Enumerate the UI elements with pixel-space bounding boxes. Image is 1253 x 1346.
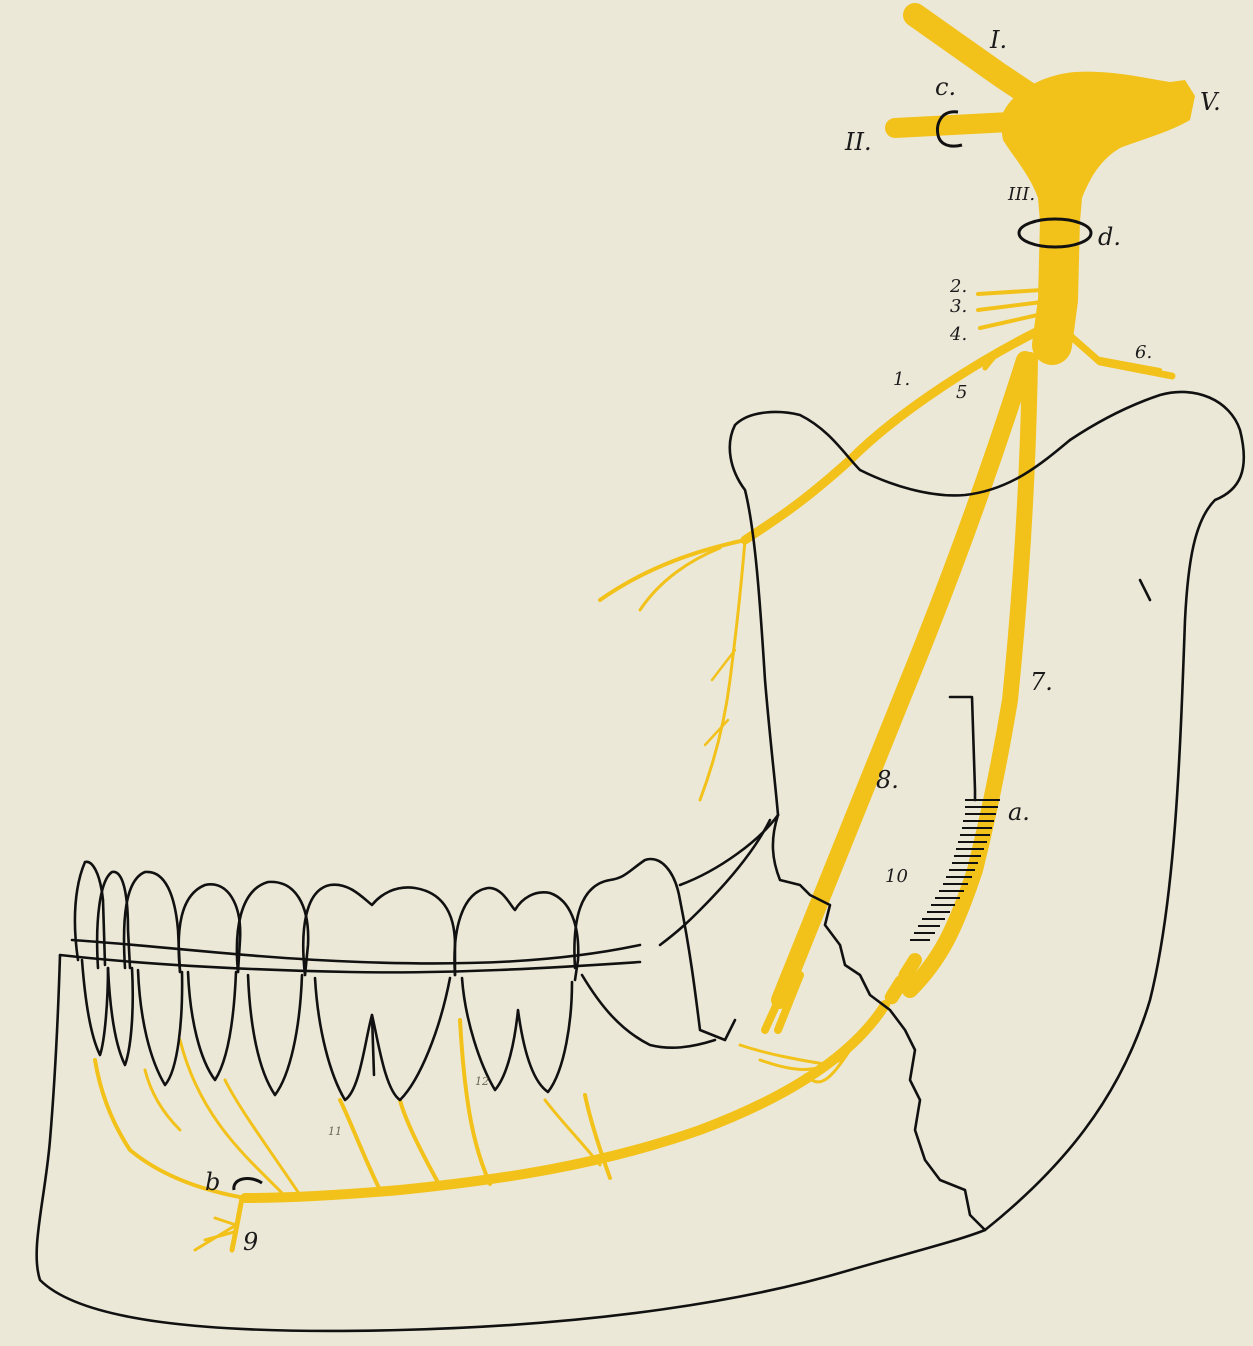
label-nerve-III: III. <box>1007 184 1035 205</box>
tooth-incisor-1-root <box>82 960 108 1055</box>
tooth-canine <box>124 872 180 972</box>
label-9: 9 <box>243 1228 258 1256</box>
label-12: 12 <box>475 1075 489 1088</box>
buccal-branch-e <box>705 720 728 745</box>
tooth-incisor-2-root <box>108 968 133 1065</box>
canal-bracket <box>950 697 975 800</box>
dental-branch-1b <box>545 1100 600 1165</box>
label-6: 6. <box>1135 342 1152 363</box>
ring-b <box>234 1179 262 1190</box>
label-11: 11 <box>328 1125 342 1138</box>
label-5: 5 <box>956 382 967 403</box>
occlusal-line <box>72 940 640 963</box>
lingual-nerve <box>780 360 1025 1000</box>
mental-branch-b <box>205 1232 234 1240</box>
label-3: 3. <box>950 296 967 317</box>
inferior-alveolar-nerve <box>910 360 1030 990</box>
retromolar-line <box>680 815 778 885</box>
label-2: 2. <box>949 276 967 297</box>
label-7: 7. <box>1030 668 1053 696</box>
label-d: d. <box>1098 223 1121 251</box>
buccal-branch-a <box>600 540 745 600</box>
tooth-premolar-2 <box>237 882 308 975</box>
label-nerve-V: V. <box>1200 88 1221 116</box>
branch-2 <box>978 290 1042 294</box>
branch-4 <box>980 314 1042 328</box>
dental-branch-6 <box>180 1040 285 1196</box>
molar-branch-a <box>740 1045 830 1065</box>
tooth-molar-1-roots <box>315 978 450 1100</box>
ligature-rings <box>234 112 1091 1190</box>
buccal-branch-c <box>700 540 745 800</box>
label-1: 1. <box>893 369 910 390</box>
tooth-premolar-1-root <box>188 972 236 1080</box>
label-b: b <box>205 1168 220 1196</box>
maxillary-division <box>895 122 1010 128</box>
label-nerve-I: I. <box>989 26 1007 54</box>
tooth-incisor-1 <box>75 862 105 965</box>
teeth <box>72 859 735 1100</box>
dental-branch-5 <box>225 1080 300 1195</box>
mental-branch-c <box>215 1218 236 1225</box>
label-10: 10 <box>885 866 908 887</box>
label-c: c. <box>935 73 956 101</box>
label-nerve-II: II. <box>844 128 872 156</box>
tooth-premolar-1 <box>179 884 241 972</box>
dental-branch-3 <box>400 1100 440 1186</box>
label-4: 4. <box>949 324 967 345</box>
label-a: a. <box>1008 798 1030 826</box>
branch-3 <box>978 302 1042 310</box>
ophthalmic-division <box>915 15 1030 95</box>
tooth-molar-3 <box>574 859 735 1040</box>
dental-branch-4 <box>340 1100 380 1190</box>
ramus-posterior-line <box>1140 580 1150 600</box>
label-8: 8. <box>876 766 899 794</box>
tooth-premolar-2-root <box>248 975 302 1095</box>
tooth-canine-root <box>138 970 182 1085</box>
